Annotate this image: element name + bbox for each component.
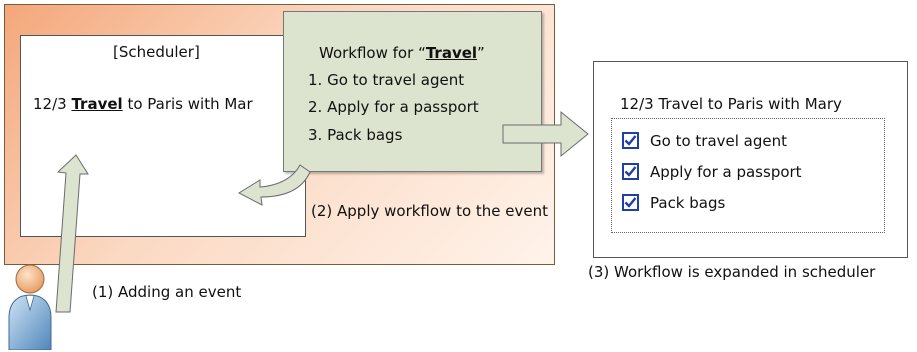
caption-step3: (3) Workflow is expanded in scheduler <box>588 263 876 281</box>
task-label: Pack bags <box>650 194 726 212</box>
add-event-arrow <box>55 154 89 313</box>
event-date: 12/3 <box>33 95 67 113</box>
workflow-title-keyword: Travel <box>425 44 478 62</box>
expanded-event-title: 12/3 Travel to Paris with Mary <box>620 95 842 113</box>
event-keyword: Travel <box>71 95 123 113</box>
expanded-scheduler-window: 12/3 Travel to Paris with Mary <box>593 61 908 258</box>
checkbox-checked-icon[interactable] <box>622 132 639 149</box>
workflow-step: 2. Apply for a passport <box>308 98 479 116</box>
workflow-title: Workflow for “Travel” <box>319 44 485 62</box>
expand-arrow <box>502 110 589 158</box>
checkbox-checked-icon[interactable] <box>622 163 639 180</box>
caption-step1: (1) Adding an event <box>92 283 242 301</box>
workflow-card: Workflow for “Travel” 1. Go to travel ag… <box>283 11 542 172</box>
expanded-task-list <box>611 118 885 233</box>
event-rest: to Paris with Mar <box>127 95 253 113</box>
scheduler-event: 12/3 Travel to Paris with Mar <box>33 95 253 113</box>
apply-workflow-arrow <box>237 164 311 206</box>
task-label: Apply for a passport <box>650 163 802 181</box>
checkbox-checked-icon[interactable] <box>622 194 639 211</box>
workflow-step: 1. Go to travel agent <box>308 71 465 89</box>
scheduler-title: [Scheduler] <box>113 43 200 61</box>
workflow-title-prefix: Workflow for <box>319 44 414 62</box>
task-label: Go to travel agent <box>650 132 788 150</box>
caption-step2: (2) Apply workflow to the event <box>311 202 549 220</box>
workflow-step: 3. Pack bags <box>308 126 403 144</box>
user-person-icon <box>8 264 52 350</box>
